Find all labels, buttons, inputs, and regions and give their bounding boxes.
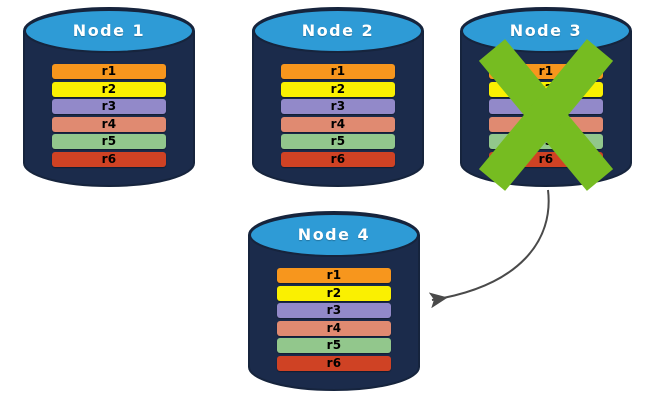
row-bar-r5[interactable]: r5: [52, 134, 166, 149]
row-bar-r2[interactable]: r2: [281, 81, 395, 97]
cylinder-top-cap: [249, 213, 419, 257]
row-bar-r5[interactable]: r5: [489, 134, 603, 149]
row-bar-r6[interactable]: r6: [277, 355, 391, 371]
row-bar-r4[interactable]: r4: [489, 116, 603, 132]
row-bar-r3[interactable]: r3: [489, 99, 603, 114]
row-bar-r1[interactable]: r1: [277, 268, 391, 283]
arrow-curve: [428, 189, 550, 309]
row-bar-r1[interactable]: r1: [52, 64, 166, 79]
row-bar-r4[interactable]: r4: [52, 116, 166, 132]
row-bar-r6[interactable]: r6: [281, 151, 395, 167]
row-bar-r4[interactable]: r4: [277, 320, 391, 336]
cylinder-top-cap: [24, 9, 194, 53]
row-bar-r6[interactable]: r6: [489, 151, 603, 167]
row-bar-r3[interactable]: r3: [281, 99, 395, 114]
row-bar-r6[interactable]: r6: [52, 151, 166, 167]
cylinder-top-cap: [461, 9, 631, 53]
row-bar-r1[interactable]: r1: [489, 64, 603, 79]
row-bar-r4[interactable]: r4: [281, 116, 395, 132]
row-bar-r2[interactable]: r2: [277, 285, 391, 301]
row-bar-r1[interactable]: r1: [281, 64, 395, 79]
row-bar-r3[interactable]: r3: [52, 99, 166, 114]
row-bar-r5[interactable]: r5: [281, 134, 395, 149]
cylinder-top-cap: [253, 9, 423, 53]
row-bar-r2[interactable]: r2: [52, 81, 166, 97]
row-bar-r5[interactable]: r5: [277, 338, 391, 353]
row-bar-r3[interactable]: r3: [277, 303, 391, 318]
row-bar-r2[interactable]: r2: [489, 81, 603, 97]
